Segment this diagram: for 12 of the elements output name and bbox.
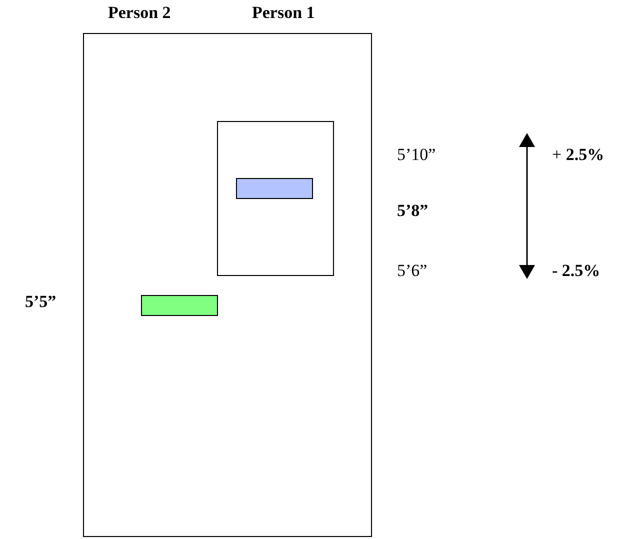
height-value: 5’5”: [25, 292, 56, 312]
percent-change: - 2.5%: [552, 261, 600, 281]
height-value: 5’6”: [397, 261, 428, 281]
outer-frame: [83, 33, 372, 537]
height-value: 5’10”: [397, 145, 436, 165]
height-value: 5’8”: [397, 201, 428, 221]
height-bar: [140, 294, 218, 316]
column-heading: Person 2: [108, 3, 171, 23]
column-heading: Person 1: [252, 3, 315, 23]
inner-frame: [216, 120, 334, 276]
height-bar: [236, 178, 313, 199]
percent-change: + 2.5%: [552, 145, 604, 165]
